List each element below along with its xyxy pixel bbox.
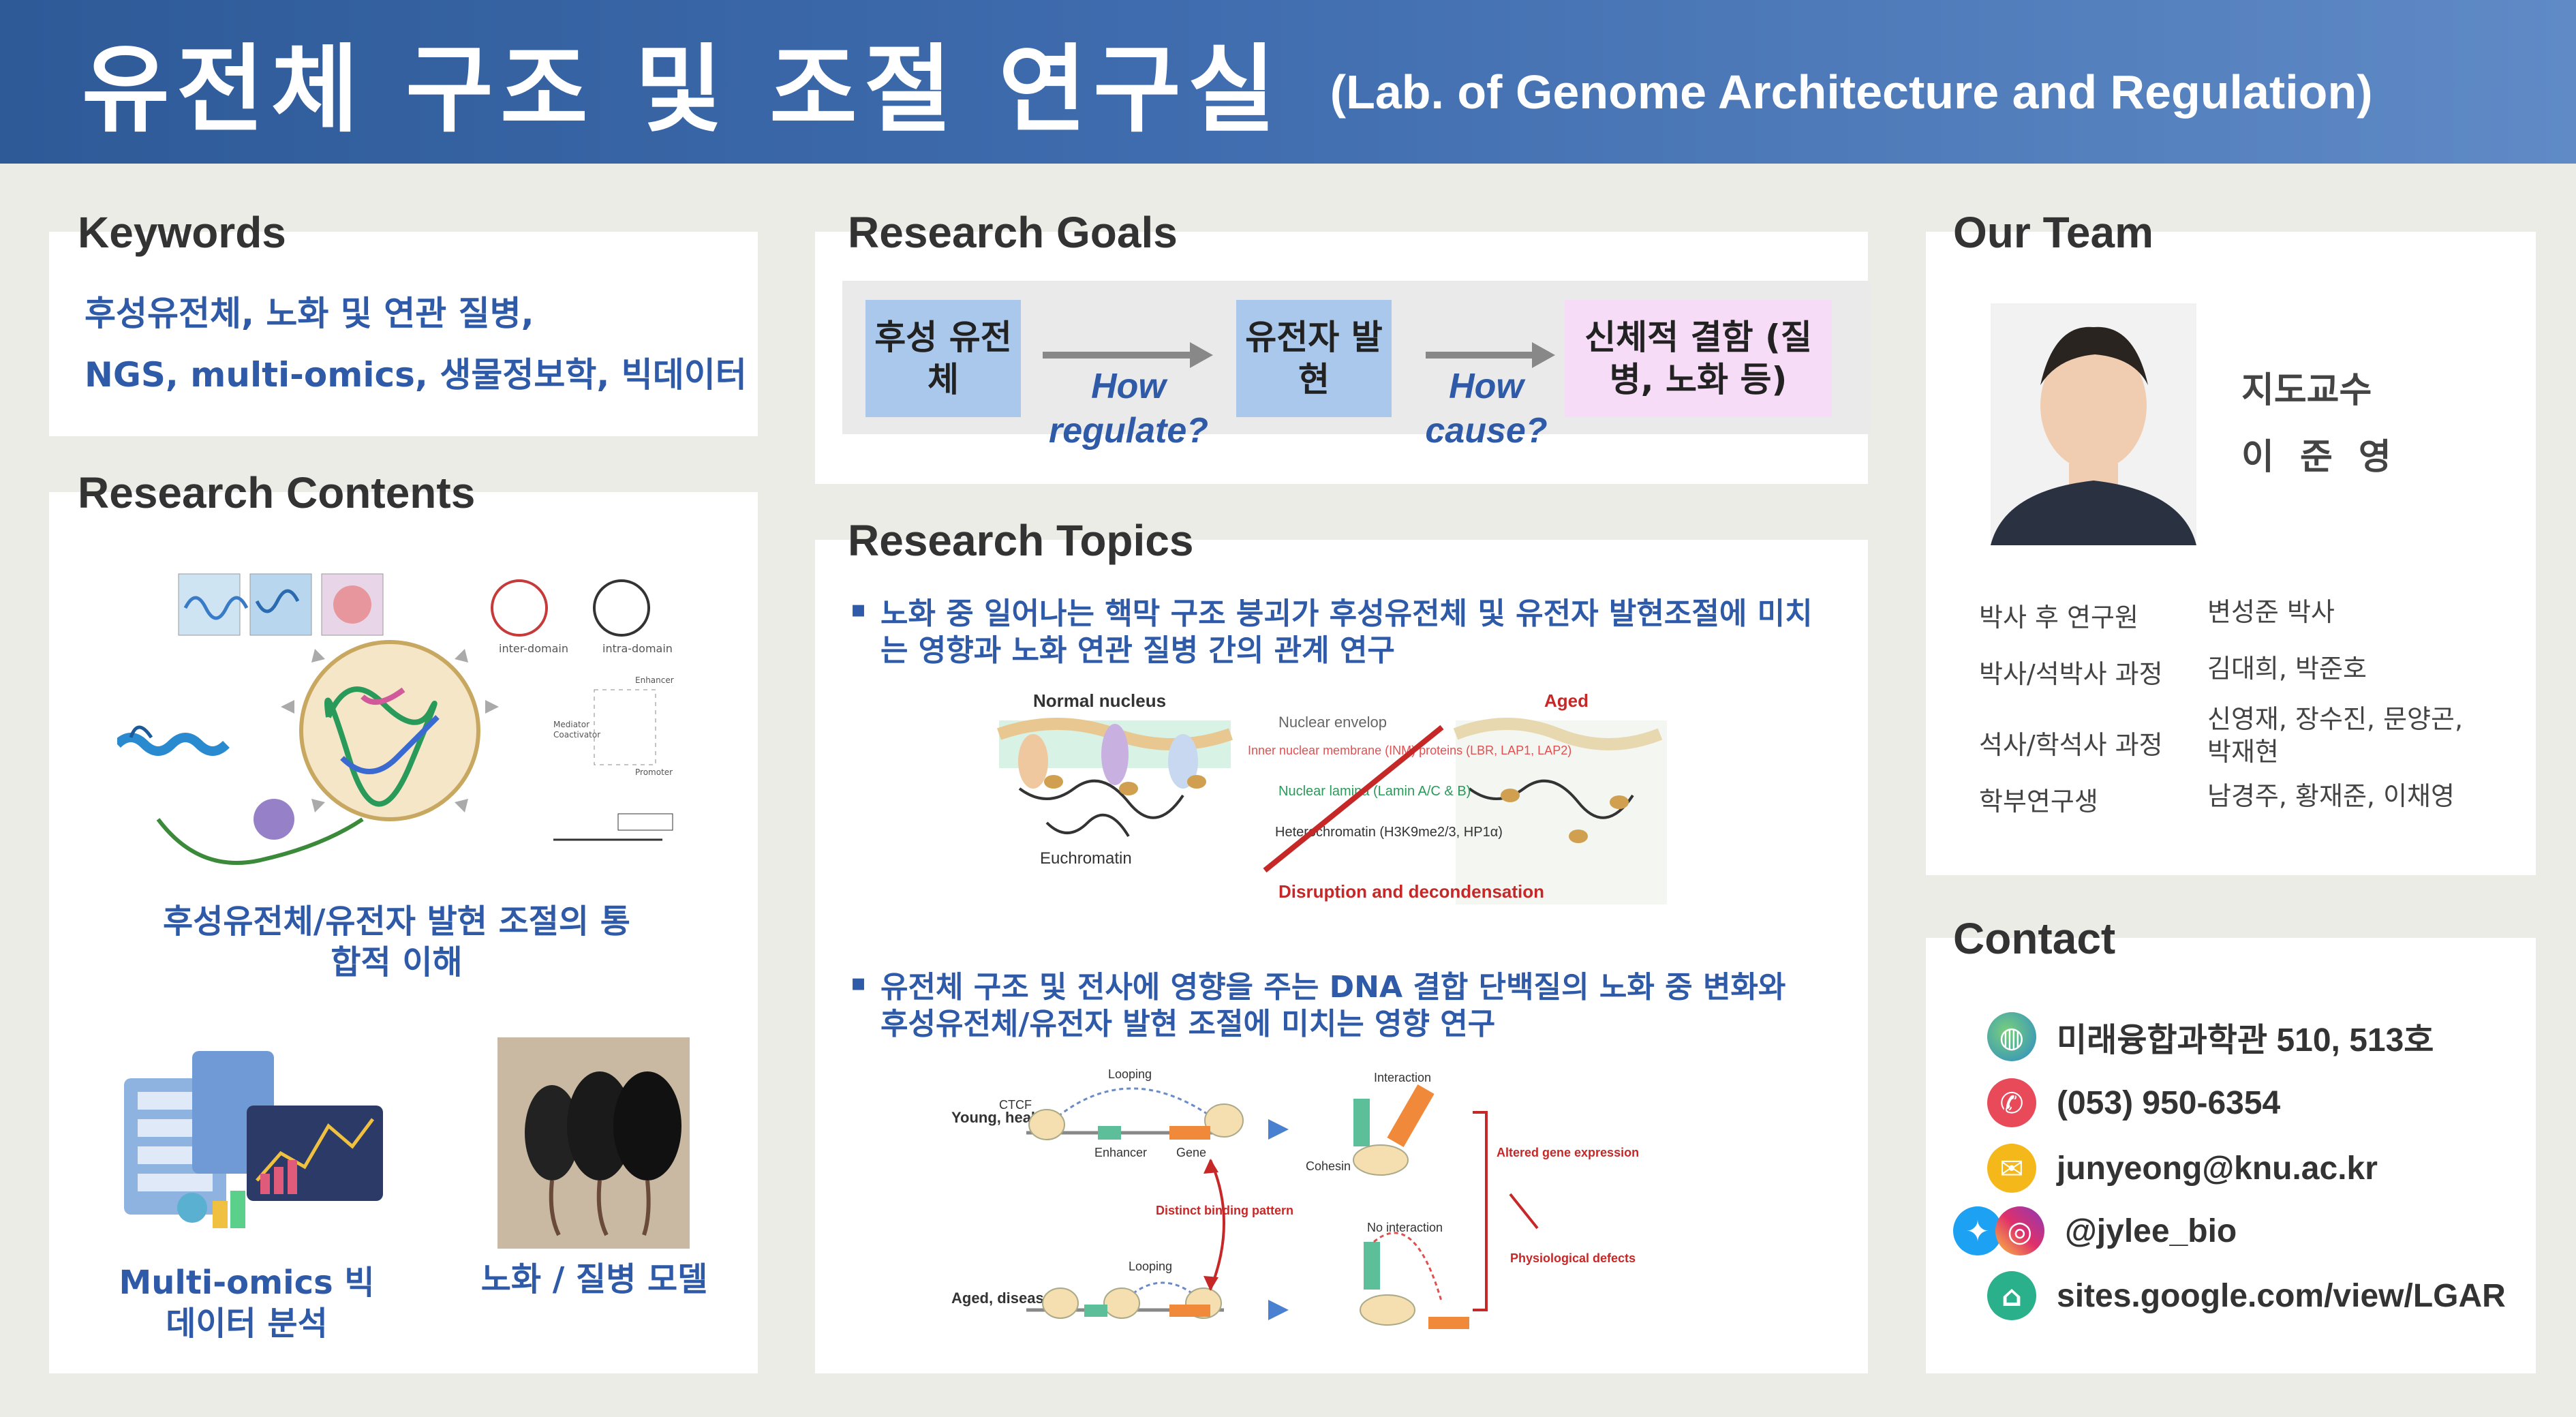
contact-social[interactable]: @jylee_bio — [2065, 1213, 2237, 1249]
contact-address: 미래융합과학관 510, 513호 — [2057, 1022, 2434, 1058]
research-goals-title: Research Goals — [848, 208, 1178, 257]
contact-phone: (053) 950-6354 — [2057, 1084, 2281, 1121]
instagram-icon[interactable]: ◎ — [1995, 1206, 2044, 1255]
advisor-photo — [1991, 303, 2196, 545]
page-header: 유전체 구조 및 조절 연구실 (Lab. of Genome Architec… — [0, 0, 2576, 164]
nuclear-envelope-figure: Normal nucleus Aged Euchromatin Nuclear … — [997, 690, 1667, 904]
fig2-distinct-label: Distinct binding pattern — [1156, 1204, 1293, 1217]
contact-address-row: ◍ 미래융합과학관 510, 513호 — [1987, 1009, 2434, 1064]
topic-bullet-2: ▪ 유전체 구조 및 전사에 영향을 주는 DNA 결합 단백질의 노화 중 변… — [850, 969, 1821, 1042]
contents-label-epigenome: 후성유전체/유전자 발현 조절의 통합적 이해 — [163, 902, 630, 981]
advisor-name: 이 준 영 — [2241, 437, 2398, 478]
goal-question-cause: How cause? — [1425, 367, 1548, 451]
goal-box-physical-defects: 신체적 결함 (질병, 노화 등) — [1565, 300, 1832, 417]
chromatin-looping-figure: Young, healthy Aged, diseased Looping CT… — [951, 1067, 1639, 1329]
fig2-gene-label: Gene — [1176, 1146, 1206, 1159]
team-names: 김대희, 박준호 — [2207, 654, 2367, 684]
advisor-role: 지도교수 — [2241, 370, 2372, 411]
research-goals-card: Research Goals 후성 유전체 How regulate? 유전자 … — [815, 208, 1871, 484]
chromatin-figure: inter-domain intra-domain Enhancer Media… — [117, 573, 674, 865]
contents-label-aging-model: 노화 / 질병 모델 — [480, 1260, 708, 1298]
nucleus-icon — [299, 640, 480, 821]
globe-icon: ◍ — [1987, 1012, 2036, 1061]
fig1-euchromatin-label: Euchromatin — [1040, 849, 1132, 868]
research-topics-title: Research Topics — [848, 516, 1194, 565]
team-role: 박사/석박사 과정 — [1979, 659, 2163, 689]
page-subtitle: (Lab. of Genome Architecture and Regulat… — [1330, 65, 2373, 119]
goal-box-gene-expression: 유전자 발현 — [1236, 300, 1392, 417]
pie-icon — [177, 1193, 207, 1223]
contact-title: Contact — [1953, 914, 2116, 963]
fig-label-coactivator: Coactivator — [553, 730, 600, 740]
arrow-right-icon — [1268, 1300, 1289, 1320]
fig1-lamina-label: Nuclear lamina (Lamin A/C & B) — [1278, 784, 1471, 799]
arrow-right-icon — [1268, 1119, 1289, 1140]
contact-site[interactable]: sites.google.com/view/LGAR — [2057, 1277, 2506, 1314]
fig1-disruption-label: Disruption and decondensation — [1278, 881, 1544, 902]
research-contents-title: Research Contents — [78, 468, 476, 517]
multi-omics-illustration — [124, 1051, 383, 1228]
inter-domain-icon — [491, 579, 548, 637]
research-topics-card: Research Topics ▪ 노화 중 일어나는 핵막 구조 붕괴가 후성… — [815, 516, 1868, 1373]
goal-question-regulate: How regulate? — [1048, 367, 1209, 451]
phone-icon: ✆ — [1987, 1078, 2036, 1127]
intra-domain-icon — [593, 579, 650, 637]
contact-email[interactable]: junyeong@knu.ac.kr — [2057, 1150, 2378, 1187]
team-role: 석사/학석사 과정 — [1979, 730, 2163, 760]
fig2-looping-label-2: Looping — [1129, 1260, 1172, 1273]
goal-arrow-1 — [1043, 342, 1213, 368]
mail-icon: ✉ — [1987, 1144, 2036, 1193]
fig2-cohesin-label: Cohesin — [1306, 1159, 1351, 1173]
goal-arrow-2 — [1426, 342, 1555, 368]
keywords-title: Keywords — [78, 208, 286, 257]
contents-label-multiomics: Multi-omics 빅데이터 분석 — [119, 1264, 375, 1343]
fig-label-intra-domain: intra-domain — [602, 642, 673, 655]
fig2-ctcf-label: CTCF — [999, 1098, 1032, 1112]
strike-through-line — [1263, 725, 1444, 873]
bullet-icon: ▪ — [850, 596, 867, 623]
team-role: 학부연구생 — [1979, 787, 2098, 817]
fig2-looping-label-1: Looping — [1108, 1067, 1152, 1081]
contact-phone-row: ✆ (053) 950-6354 — [1987, 1076, 2280, 1130]
topic-bullet-1: ▪ 노화 중 일어나는 핵막 구조 붕괴가 후성유전체 및 유전자 발현조절에 … — [850, 596, 1821, 669]
advisor-portrait-icon — [1991, 326, 2196, 545]
our-team-card: Our Team 지도교수 이 준 영 박사 후 연구원 변성준 박사 박사/석… — [1926, 208, 2536, 875]
aging-mouse-photo — [497, 1037, 690, 1249]
fig1-normal-label: Normal nucleus — [1033, 690, 1166, 711]
research-contents-card: Research Contents inter-domain intra-dom… — [49, 468, 758, 1373]
our-team-title: Our Team — [1953, 208, 2153, 257]
fig1-heterochromatin-label: Heterochromatin (H3K9me2/3, HP1α) — [1275, 825, 1503, 840]
fig-label-promoter: Promoter — [635, 767, 673, 777]
fig-label-enhancer: Enhancer — [635, 675, 674, 685]
enhancer-promoter-icon — [594, 689, 656, 765]
mouse-illustration — [525, 1071, 681, 1236]
contact-social-row: ✦ ◎ @jylee_bio — [1953, 1204, 2237, 1258]
bullet-icon: ▪ — [850, 969, 867, 996]
goal-box-epigenome: 후성 유전체 — [865, 300, 1021, 417]
page-title: 유전체 구조 및 조절 연구실 — [82, 35, 1283, 146]
contact-card: Contact ◍ 미래융합과학관 510, 513호 ✆ (053) 950-… — [1926, 914, 2536, 1373]
team-names: 남경주, 황재준, 이채영 — [2207, 781, 2455, 811]
fig1-envelop-label: Nuclear envelop — [1278, 714, 1387, 731]
team-names: 변성준 박사 — [2207, 597, 2335, 627]
fig2-enhancer-label: Enhancer — [1094, 1146, 1147, 1159]
fig2-interaction-label: Interaction — [1374, 1071, 1431, 1084]
keywords-line-2: NGS, multi-omics, 생물정보학, 빅데이터 — [85, 355, 747, 395]
fig-label-mediator: Mediator — [553, 720, 589, 729]
twitter-icon[interactable]: ✦ — [1953, 1206, 2002, 1255]
fig1-aged-label: Aged — [1544, 690, 1589, 711]
keywords-card: Keywords 후성유전체, 노화 및 연관 질병, NGS, multi-o… — [49, 208, 758, 436]
keywords-line-1: 후성유전체, 노화 및 연관 질병, — [85, 294, 534, 333]
contact-email-row: ✉ junyeong@knu.ac.kr — [1987, 1141, 2378, 1195]
fig2-physio-label: Physiological defects — [1510, 1251, 1636, 1265]
home-icon: ⌂ — [1987, 1271, 2036, 1320]
contact-site-row: ⌂ sites.google.com/view/LGAR — [1987, 1268, 2506, 1323]
topic-bullet-1-text: 노화 중 일어나는 핵막 구조 붕괴가 후성유전체 및 유전자 발현조절에 미치… — [880, 596, 1813, 668]
topic-bullet-2-text: 유전체 구조 및 전사에 영향을 주는 DNA 결합 단백질의 노화 중 변화와… — [880, 970, 1786, 1041]
fig-label-inter-domain: inter-domain — [499, 642, 568, 655]
fig2-altered-label: Altered gene expression — [1497, 1146, 1639, 1159]
team-names: 신영재, 장수진, 문양곤, 박재현 — [2207, 704, 2464, 767]
fig2-no-interaction-label: No interaction — [1367, 1221, 1443, 1234]
team-role: 박사 후 연구원 — [1979, 603, 2138, 633]
